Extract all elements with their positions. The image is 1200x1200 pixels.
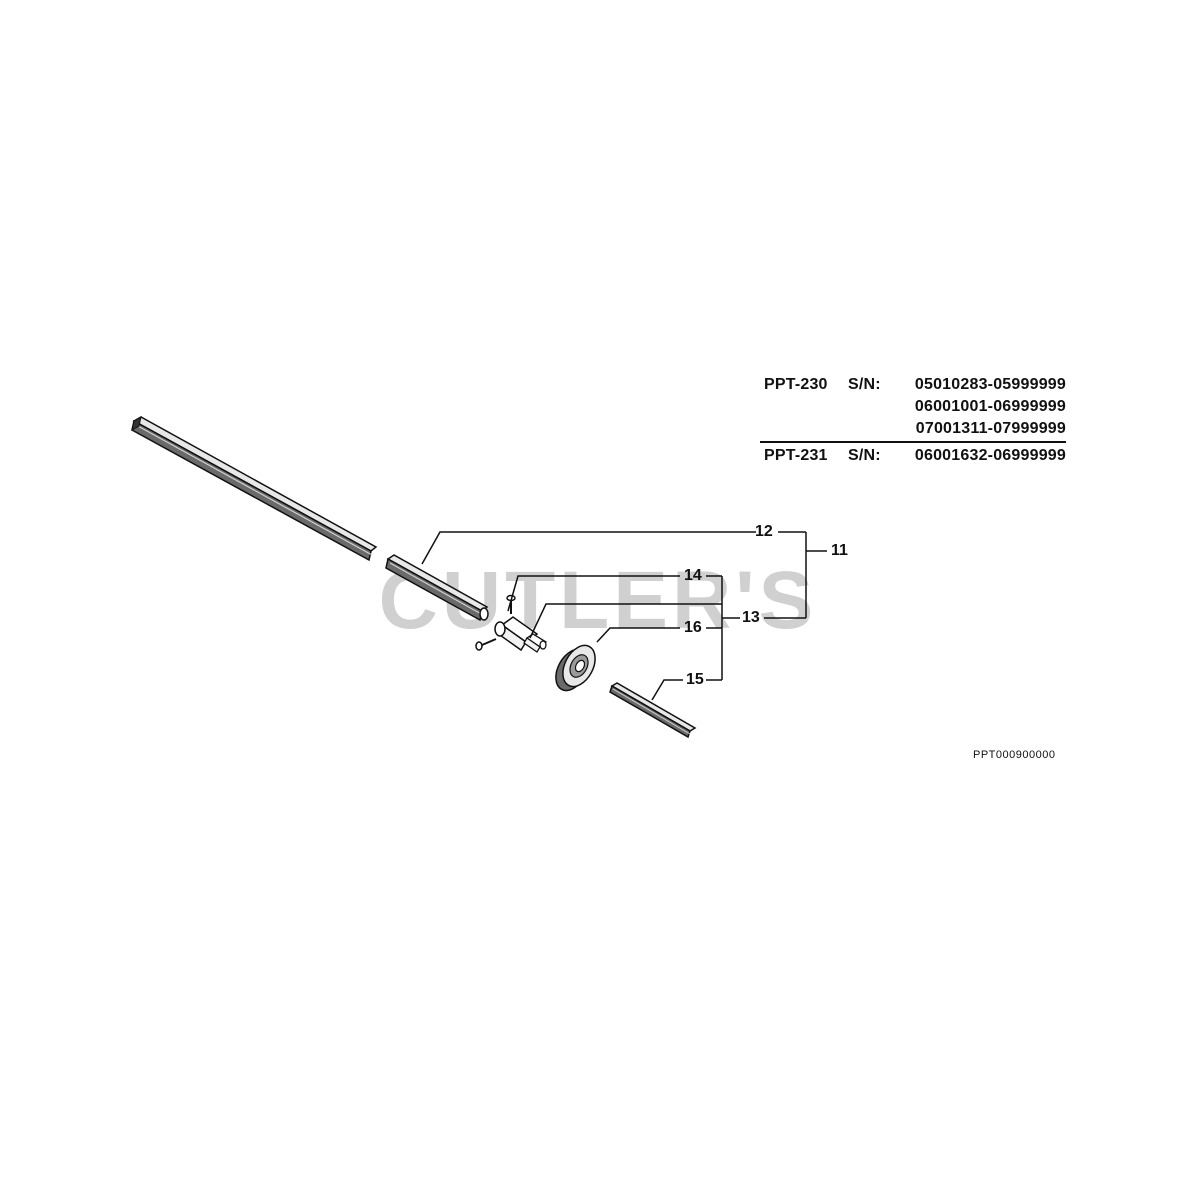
shaft-coupling (494, 616, 548, 653)
serial-row: 07001311-07999999 (760, 418, 1066, 440)
bearing (555, 644, 596, 692)
drive-shaft-lower (385, 554, 489, 622)
callout-16: 16 (684, 619, 702, 636)
drive-shaft-upper (131, 416, 378, 562)
short-shaft (609, 682, 697, 739)
model-name: PPT-231 (764, 447, 828, 464)
leader-lines (421, 531, 827, 701)
serial-label: S/N: (848, 447, 881, 464)
serial-range: 06001632-06999999 (914, 447, 1066, 464)
serial-row: PPT-230 S/N: 05010283-05999999 (760, 374, 1066, 396)
serial-divider (760, 441, 1066, 443)
serial-row: PPT-231 S/N: 06001632-06999999 (760, 445, 1066, 467)
callout-11: 11 (831, 542, 848, 559)
callout-13: 13 (742, 609, 760, 626)
serial-range: 05010283-05999999 (914, 376, 1066, 393)
model-name: PPT-230 (764, 376, 828, 393)
serial-label: S/N: (848, 376, 881, 393)
serial-range: 07001311-07999999 (915, 420, 1066, 437)
callout-14: 14 (684, 567, 702, 584)
diagram-code: PPT000900000 (973, 749, 1056, 761)
callout-12: 12 (755, 523, 773, 540)
screw-lower (475, 638, 497, 651)
callout-15: 15 (686, 671, 704, 688)
serial-range: 06001001-06999999 (914, 398, 1066, 415)
serial-row: 06001001-06999999 (760, 396, 1066, 418)
serial-number-table: PPT-230 S/N: 05010283-05999999 06001001-… (760, 374, 1066, 467)
